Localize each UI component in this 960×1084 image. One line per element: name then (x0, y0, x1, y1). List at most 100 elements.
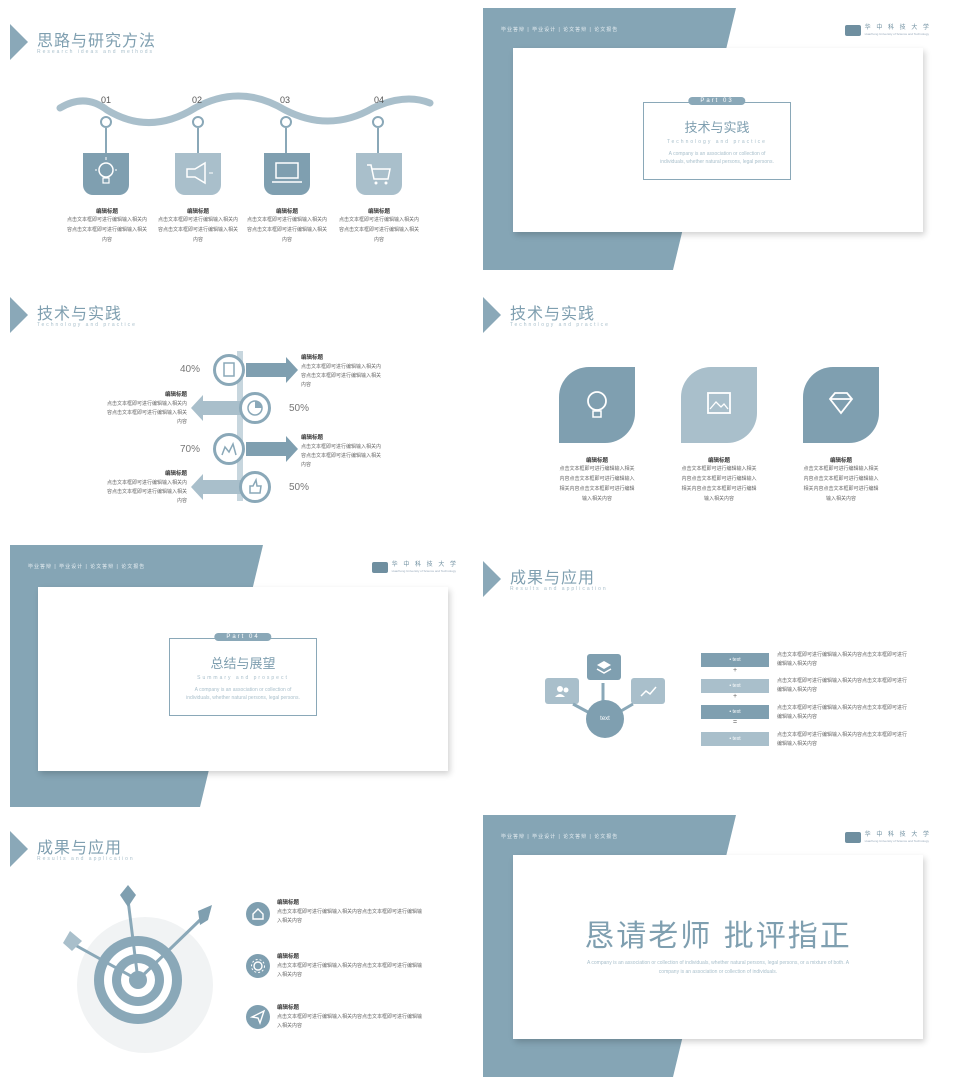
list-bar: • text (701, 705, 769, 719)
arrow-right (246, 436, 298, 462)
step-pin (100, 116, 112, 128)
layers-icon (596, 661, 612, 674)
item-text: 编辑标题点击文本框即可进行编辑输入相关内容点击文本框即可进行编辑输入相关内容 (277, 900, 423, 924)
list-bar: • text (701, 679, 769, 693)
cover-card: 恳请老师 批评指正 A company is an association or… (513, 855, 923, 1039)
item-icon (246, 902, 270, 926)
part-label: Part 04 (214, 633, 272, 641)
step-card-lightbulb[interactable] (83, 153, 129, 195)
header-triangle (483, 561, 501, 597)
slide-subtitle: Research ideas and methods (37, 49, 155, 55)
slide-title: 技术与实践 (510, 304, 596, 323)
slide-results-flow[interactable]: 成果与应用 Results and application text • tex… (483, 545, 941, 807)
part-title: 技术与实践 (684, 121, 750, 136)
list-text: 点击文本框即可进行编辑输入相关内容点击文本框即可进行编辑输入相关内容 (777, 678, 908, 693)
card-text: 编辑标题 点击文本框即可进行编辑输入相关内容点击文本框即可进行编辑输入相关内容点… (803, 458, 879, 502)
diamond-icon (828, 392, 854, 415)
card-diamond[interactable] (803, 367, 879, 443)
part-subtitle: Summary and prospect (197, 675, 289, 681)
step-pin (192, 116, 204, 128)
row-text: 编辑标题点击文本框即可进行编辑输入相关内容点击文本框即可进行编辑输入相关内容 (301, 435, 382, 468)
step-card-megaphone[interactable] (175, 153, 221, 195)
slide-subtitle: Technology and practice (510, 322, 610, 328)
step-number: 01 (101, 95, 112, 105)
cover-nav: 毕业答辩 | 毕业设计 | 论文答辩 | 论文报告 (501, 27, 619, 33)
list-text: 点击文本框即可进行编辑输入相关内容点击文本框即可进行编辑输入相关内容 (777, 705, 908, 720)
list-text: 点击文本框即可进行编辑输入相关内容点击文本框即可进行编辑输入相关内容 (777, 732, 908, 747)
logo-emblem-icon (844, 831, 861, 843)
cart-icon (367, 164, 391, 185)
header-triangle (10, 24, 28, 60)
thanks-description: A company is an association or collectio… (586, 960, 850, 975)
step-stem (377, 128, 379, 153)
item-icon (246, 1005, 270, 1029)
users-box (545, 678, 579, 704)
step-card-cart[interactable] (356, 153, 402, 195)
logo-emblem-icon (371, 561, 388, 573)
step-stem (285, 128, 287, 153)
row-text: 编辑标题点击文本框即可进行编辑输入相关内容点击文本框即可进行编辑输入相关内容 (106, 471, 187, 504)
users-icon (555, 686, 569, 697)
card-text: 编辑标题 点击文本框即可进行编辑输入相关内容点击文本框即可进行编辑输入相关内容点… (681, 458, 757, 502)
operator-symbol: + (733, 667, 738, 674)
part-description: A company is an association or collectio… (186, 687, 300, 701)
slide-title: 成果与应用 (37, 838, 123, 857)
step-number: 04 (374, 95, 385, 105)
megaphone-icon (186, 161, 213, 185)
slide-tech-practice-arrows[interactable]: 技术与实践 Technology and practice 40% 编辑标题点击… (10, 281, 468, 543)
image-icon (707, 392, 731, 414)
slide-results-target[interactable]: 成果与应用 Results and application 编辑标题点击文本框即… (10, 815, 468, 1077)
gear-icon (251, 959, 265, 973)
circle-document-icon (213, 354, 245, 386)
growth-box (631, 678, 665, 704)
card-lightbulb[interactable] (559, 367, 635, 443)
layers-box (587, 654, 621, 680)
cover-nav: 毕业答辩 | 毕业设计 | 论文答辩 | 论文报告 (28, 564, 146, 570)
thanks-title: 恳请老师 批评指正 (584, 919, 852, 954)
step-text: 编辑标题 点击文本框即可进行编辑输入相关内容点击文本框即可进行编辑输入相关内容 (247, 209, 328, 243)
operator-symbol: + (733, 693, 738, 700)
slide-subtitle: Results and application (37, 856, 135, 862)
part-title: 总结与展望 (210, 657, 276, 672)
percent-label: 50% (289, 482, 310, 493)
laptop-icon (272, 162, 302, 183)
slide-research-methods[interactable]: 思路与研究方法 Research ideas and methods 01 编辑… (10, 8, 468, 270)
slide-tech-practice-cards[interactable]: 技术与实践 Technology and practice 编辑标题 点击文本框… (483, 281, 941, 543)
part-box: Part 04 总结与展望 Summary and prospect A com… (169, 633, 317, 716)
arrow-right (246, 357, 298, 383)
cover-card: Part 03 技术与实践 Technology and practice A … (513, 48, 923, 232)
target-icon (63, 885, 213, 1053)
card-image[interactable] (681, 367, 757, 443)
list-bar: • text (701, 732, 769, 746)
slide-title: 技术与实践 (37, 304, 123, 323)
lightbulb-icon (587, 391, 607, 418)
wave-line (56, 92, 434, 126)
step-pin (372, 116, 384, 128)
circle-thumbsup-icon (239, 471, 271, 503)
header-triangle (10, 831, 28, 867)
operator-symbol: = (733, 719, 738, 726)
card-text: 编辑标题 点击文本框即可进行编辑输入相关内容点击文本框即可进行编辑输入相关内容点… (559, 458, 635, 502)
logo-emblem-icon (844, 24, 861, 36)
growth-chart-icon (640, 686, 657, 697)
step-number: 02 (192, 95, 203, 105)
center-circle: text (586, 700, 624, 738)
part-description: A company is an association or collectio… (660, 151, 774, 165)
part-label: Part 03 (688, 97, 746, 105)
slide-title: 思路与研究方法 (37, 31, 157, 50)
list-text: 点击文本框即可进行编辑输入相关内容点击文本框即可进行编辑输入相关内容 (777, 652, 908, 667)
list-bar: • text (701, 653, 769, 667)
step-stem (197, 128, 199, 153)
send-icon (249, 1009, 266, 1026)
row-text: 编辑标题点击文本框即可进行编辑输入相关内容点击文本框即可进行编辑输入相关内容 (301, 355, 382, 388)
home-icon (252, 908, 264, 920)
item-text: 编辑标题点击文本框即可进行编辑输入相关内容点击文本框即可进行编辑输入相关内容 (277, 1005, 423, 1029)
step-card-laptop[interactable] (264, 153, 310, 195)
item-icon (246, 954, 270, 978)
